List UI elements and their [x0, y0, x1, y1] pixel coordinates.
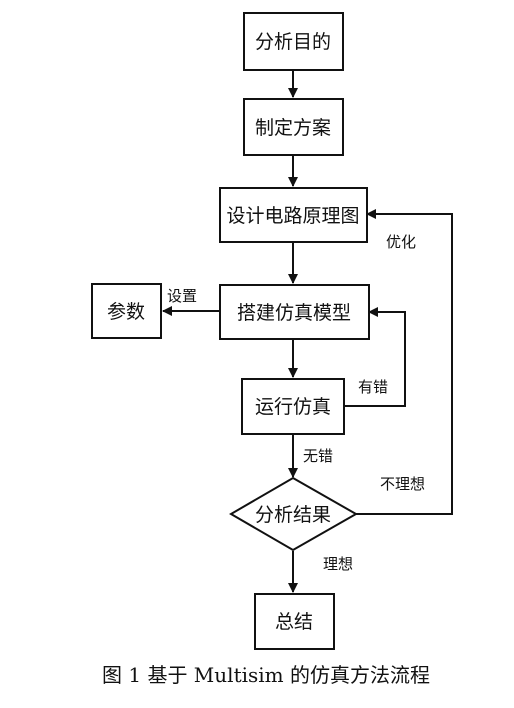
node-run-simulation [241, 378, 345, 435]
node-design-schematic-label: 设计电路原理图 [226, 205, 359, 227]
node-build-model [219, 284, 370, 340]
node-run-simulation-label: 运行仿真 [255, 396, 331, 418]
edge-label-optimize: 优化 [386, 233, 416, 251]
node-parameters-label: 参数 [107, 301, 145, 323]
edge-label-not-ideal: 不理想 [380, 475, 425, 493]
edge-label-no-error: 无错 [303, 447, 333, 465]
node-analysis-goal-label: 分析目的 [255, 31, 331, 53]
edge-label-set: 设置 [167, 287, 197, 305]
node-analyze-results [229, 476, 359, 552]
edge-label-ideal: 理想 [323, 555, 353, 573]
node-make-plan [243, 98, 344, 156]
node-analyze-results-label: 分析结果 [255, 504, 331, 526]
node-design-schematic [219, 187, 368, 243]
figure-caption: 图 1 基于 Multisim 的仿真方法流程 [102, 663, 430, 687]
node-build-model-label: 搭建仿真模型 [237, 302, 351, 324]
node-summary [254, 593, 335, 650]
arrow-error-loop [344, 307, 406, 407]
arrow-optimize-loop [356, 209, 453, 515]
node-summary-label: 总结 [275, 611, 313, 633]
node-make-plan-label: 制定方案 [255, 117, 331, 139]
edge-label-has-error: 有错 [358, 378, 388, 396]
node-analysis-goal [243, 12, 344, 71]
node-parameters [91, 283, 162, 339]
